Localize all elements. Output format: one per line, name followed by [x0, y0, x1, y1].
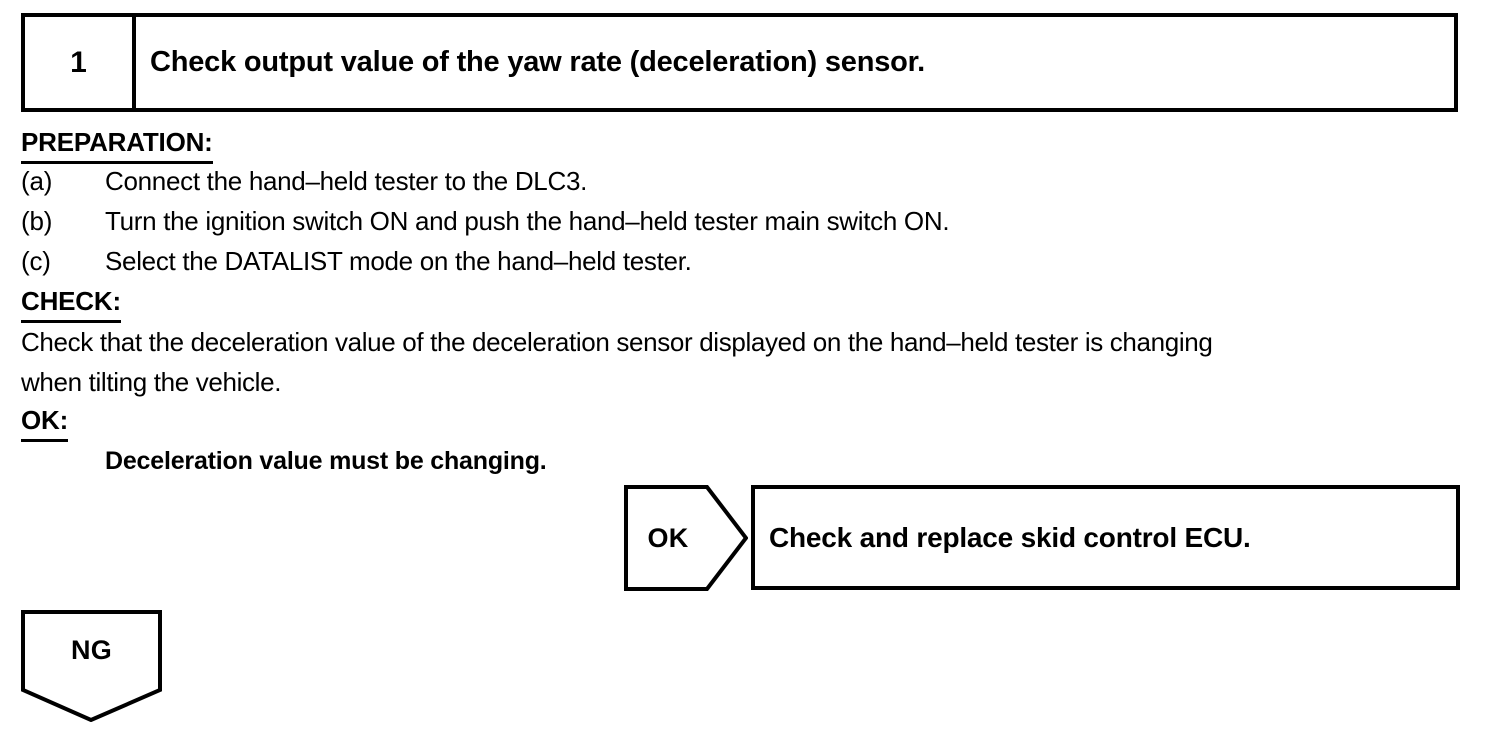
- preparation-heading: PREPARATION:: [21, 124, 213, 164]
- check-text-line-1: Check that the deceleration value of the…: [21, 327, 1213, 357]
- preparation-item-b-label: (b): [21, 206, 53, 236]
- ok-criteria-text: Deceleration value must be changing.: [105, 447, 547, 475]
- ok-heading-row: OK:: [21, 402, 1481, 442]
- check-heading-row: CHECK:: [21, 283, 1481, 323]
- ng-branch-arrow: NG: [21, 610, 162, 722]
- ok-result-box: Check and replace skid control ECU.: [751, 485, 1460, 590]
- instruction-body: PREPARATION: (a) Connect the hand–held t…: [21, 124, 1481, 481]
- ng-arrow-shape: [21, 610, 162, 722]
- check-text-line-2: when tilting the vehicle.: [21, 367, 282, 397]
- preparation-item-a-text: Connect the hand–held tester to the DLC3…: [105, 166, 588, 196]
- ok-branch-label: OK: [647, 522, 689, 553]
- step-title: Check output value of the yaw rate (dece…: [150, 46, 926, 78]
- step-number-cell: 1: [25, 17, 136, 108]
- preparation-item-c: (c) Select the DATALIST mode on the hand…: [21, 243, 1481, 283]
- preparation-item-a-label: (a): [21, 166, 53, 196]
- preparation-item-b: (b) Turn the ignition switch ON and push…: [21, 203, 1481, 243]
- step-header-box: 1 Check output value of the yaw rate (de…: [21, 13, 1458, 112]
- preparation-item-c-text: Select the DATALIST mode on the hand–hel…: [105, 246, 692, 276]
- ok-arrow-shape: [624, 485, 748, 591]
- check-heading: CHECK:: [21, 283, 121, 323]
- step-number: 1: [70, 45, 87, 79]
- preparation-item-a: (a) Connect the hand–held tester to the …: [21, 163, 1481, 203]
- ok-result-text: Check and replace skid control ECU.: [769, 521, 1251, 553]
- step-title-cell: Check output value of the yaw rate (dece…: [136, 17, 1454, 108]
- ok-branch-arrow: OK: [624, 485, 748, 591]
- preparation-heading-row: PREPARATION:: [21, 124, 1481, 164]
- ok-heading: OK:: [21, 402, 68, 442]
- ng-branch-label: NG: [71, 634, 112, 665]
- preparation-item-c-label: (c): [21, 246, 51, 276]
- preparation-item-b-text: Turn the ignition switch ON and push the…: [105, 206, 950, 236]
